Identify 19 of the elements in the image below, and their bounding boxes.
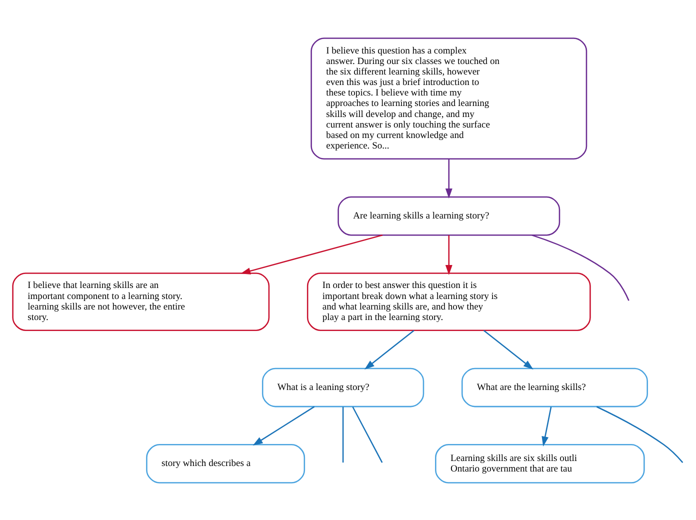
node-box: Are learning skills a learning story?	[338, 196, 560, 236]
node-box: In order to best answer this question it is important break down what a learning story is and what learning skills are, and how they play a part in the learning story.	[306, 272, 591, 330]
node-box: What is a leaning story?	[262, 367, 424, 407]
arrow	[542, 406, 552, 446]
arrow	[252, 406, 315, 445]
arrow	[445, 158, 452, 198]
node-box: Learning skills are six skills outli Ontario government that are tau	[435, 444, 645, 483]
arrow	[445, 234, 452, 274]
connector	[532, 234, 630, 300]
node-box: I believe that learning skills are an important component to a learning story. learning skills are not however, the entire story.	[12, 272, 270, 330]
node-box: I believe this question has a complex answer. During our six classes we touched on the six different learning skills, however even this was just a brief introduction to these topics. I believe with time my approaches to learning stories and learning skills will develop and change, and my current answer is only touching the surface based on my current knowledge and experience. So...	[310, 37, 588, 160]
node-box: story which describes a	[146, 444, 306, 483]
connector	[342, 406, 344, 462]
node-box: What are the learning skills?	[461, 367, 648, 407]
arrow	[483, 329, 534, 370]
arrow	[240, 234, 383, 274]
arrow	[364, 329, 414, 370]
connector	[352, 406, 383, 462]
connector	[596, 406, 684, 462]
